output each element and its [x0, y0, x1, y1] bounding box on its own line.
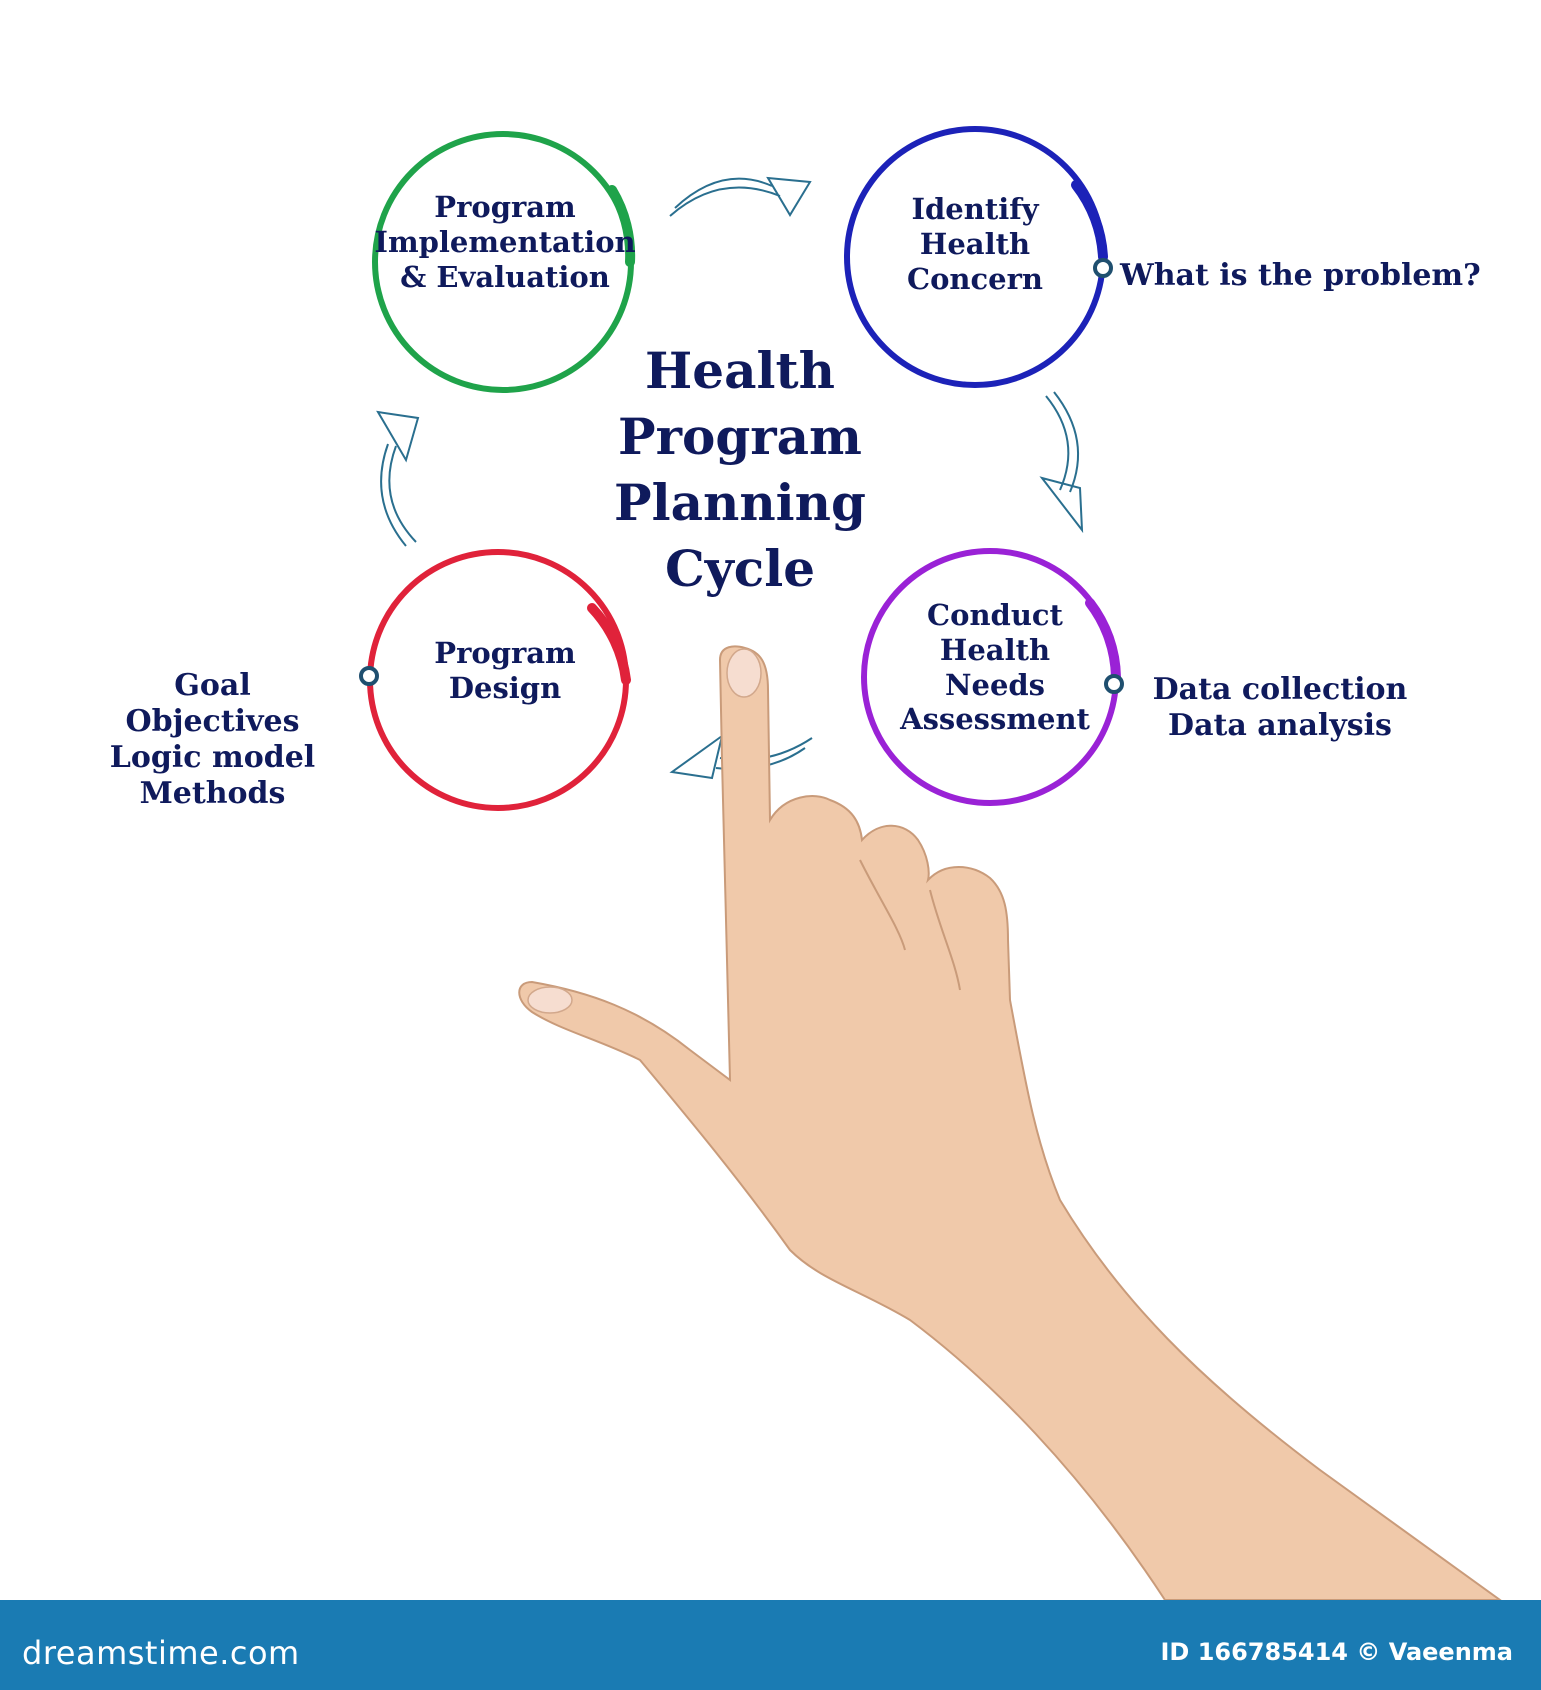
data-note: Data collection Data analysis: [1130, 672, 1430, 744]
title-line: Cycle: [664, 539, 816, 598]
design-connector-dot: [359, 666, 379, 686]
diagram-title: Health Program Planning Cycle: [560, 338, 920, 602]
stage-label-line: Implementation: [374, 224, 636, 259]
note-line: Logic model: [109, 740, 316, 775]
title-line: Planning: [613, 473, 866, 532]
note-line: Data analysis: [1168, 708, 1392, 743]
problem-note: What is the problem?: [1120, 258, 1481, 294]
implementation-circle-accent: [607, 185, 636, 267]
stage-label-line: Health: [919, 226, 1031, 261]
stage-label-line: Concern: [907, 261, 1043, 296]
title-line: Health: [645, 341, 835, 400]
arrow-left-icon: [376, 410, 420, 547]
note-line: What is the problem?: [1120, 258, 1481, 293]
note-line: Goal: [174, 668, 251, 703]
stage-label-line: Assessment: [900, 702, 1090, 737]
identify-label: Identify Health Concern: [860, 192, 1090, 296]
stage-label-line: Identify: [911, 192, 1039, 226]
stage-label-line: Design: [448, 670, 562, 705]
watermark-footer: dreamstime.com ID 166785414 © Vaeenma: [0, 1600, 1541, 1690]
design-label: Program Design: [380, 636, 630, 706]
stage-label-line: Program: [434, 636, 576, 670]
pointing-hand-icon: [518, 645, 1504, 1601]
note-line: Methods: [139, 776, 286, 811]
stage-label-line: Needs: [944, 667, 1045, 702]
image-credit: ID 166785414 © Vaeenma: [1160, 1638, 1513, 1666]
arrow-right-icon: [1039, 391, 1084, 534]
stage-label-line: Conduct: [927, 598, 1063, 632]
arrow-top-icon: [669, 176, 812, 217]
brand-logo: dreamstime.com: [22, 1634, 300, 1672]
conduct-connector-dot: [1104, 674, 1124, 694]
stage-label-line: Health: [939, 632, 1051, 667]
title-line: Program: [618, 407, 862, 466]
design-circle-accent: [587, 603, 631, 685]
conduct-label: Conduct Health Needs Assessment: [880, 598, 1110, 737]
identify-connector-dot: [1093, 258, 1113, 278]
note-line: Data collection: [1152, 672, 1408, 707]
implementation-label: Program Implementation & Evaluation: [355, 190, 655, 294]
identify-circle-accent: [1071, 180, 1108, 262]
goal-note: Goal Objectives Logic model Methods: [90, 668, 335, 812]
conduct-circle-accent: [1085, 598, 1121, 682]
stage-label-line: Program: [434, 190, 576, 224]
stage-label-line: & Evaluation: [400, 259, 610, 294]
note-line: Objectives: [125, 704, 300, 739]
